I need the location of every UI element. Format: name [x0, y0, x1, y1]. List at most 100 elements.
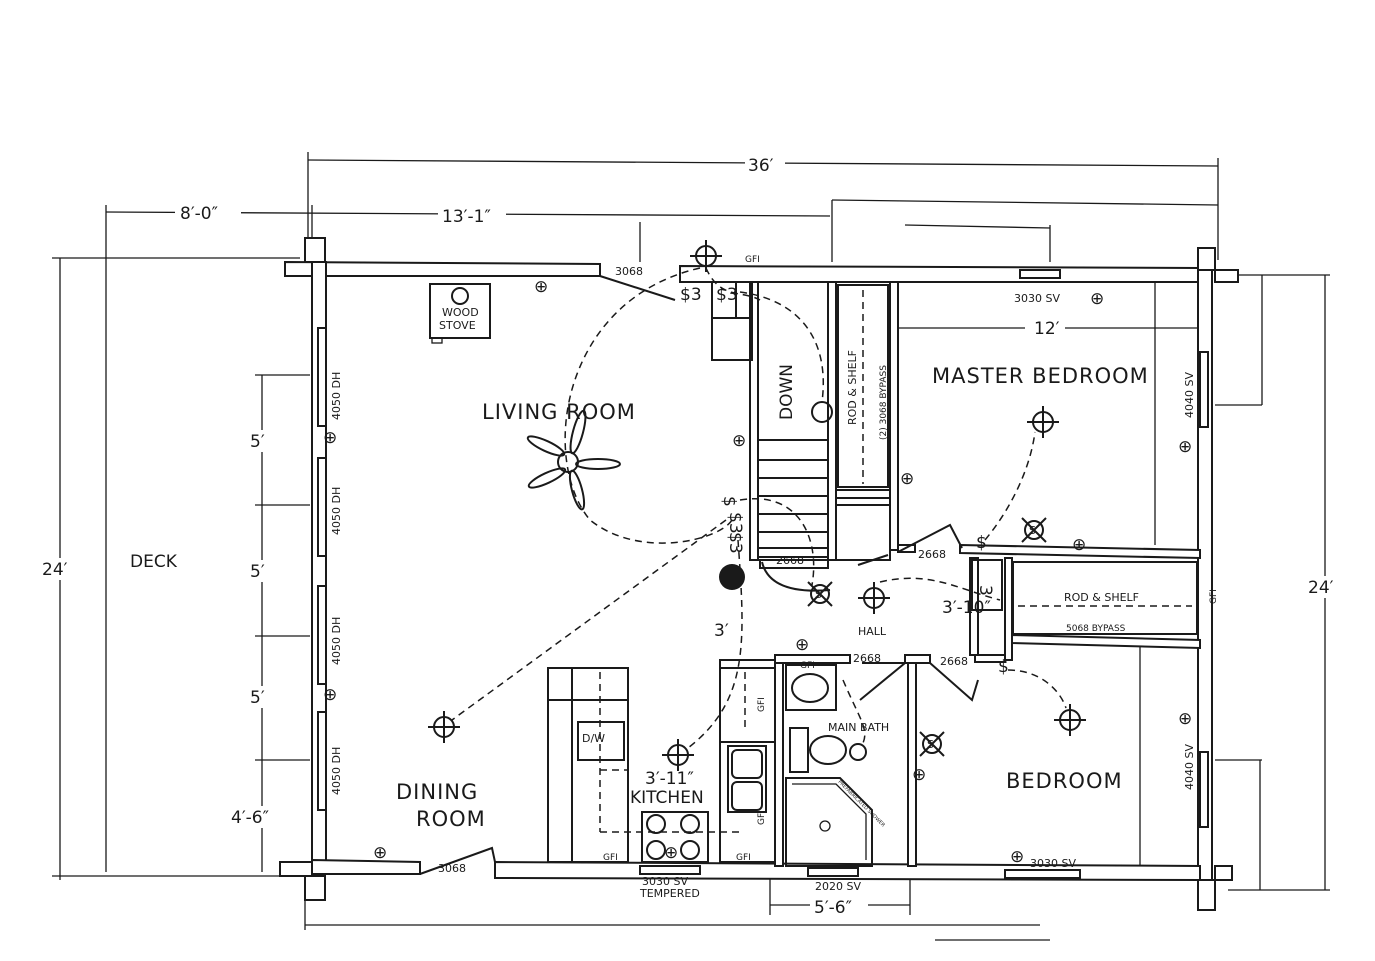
win-living-4-label: 4050 DH — [330, 747, 343, 795]
dim-overall-width: 36′ — [748, 156, 774, 176]
door-bath-label: 2668 — [853, 652, 881, 665]
door-master-label: 2668 — [918, 548, 946, 561]
outlet-icon: ⊕ — [1010, 847, 1024, 867]
switch-icon: $3 — [716, 285, 738, 305]
gfi-label: GFI — [757, 697, 767, 712]
dim-left-height: 24′ — [42, 560, 68, 580]
dimension-labels: 36′ 8′-0″ 13′-1″ 24′ 24′ 5′ 5′ 5′ 4′-6″ … — [42, 156, 1334, 918]
gfi-label: GFI — [603, 853, 618, 863]
wiring — [451, 267, 1067, 749]
door-stair-label: 2668 — [776, 554, 804, 567]
outlet-icon: ⊕ — [1178, 437, 1192, 457]
dimension-lines — [40, 152, 1345, 941]
smoke-detectors: S S S — [807, 517, 1047, 757]
light-icon — [1054, 704, 1086, 736]
deck-label: DECK — [130, 552, 178, 572]
gfi-label: GFI — [736, 853, 751, 863]
svg-text:S: S — [815, 588, 822, 601]
outlets: ⊕ ⊕ ⊕ ⊕ ⊕ ⊕ ⊕ ⊕ ⊕ ⊕ ⊕ ⊕ ⊕ ⊕ GFI GFI GFI … — [323, 255, 1219, 867]
win-kitchen-note: TEMPERED — [639, 887, 700, 900]
dim-window-space-1: 5′ — [250, 432, 265, 452]
switch-icon: $3 — [725, 512, 745, 534]
win-living-1-label: 4050 DH — [330, 372, 343, 420]
smoke-detector-icon: S — [919, 731, 945, 757]
outlet-icon: ⊕ — [1090, 289, 1104, 309]
door-bedroom-label: 2668 — [940, 655, 968, 668]
master-closet-label: ROD & SHELF — [846, 350, 859, 425]
dim-window-space-2: 5′ — [250, 562, 265, 582]
gfi-label: GFI — [800, 661, 815, 671]
switch-icon: $ — [976, 533, 987, 553]
dim-deck-width: 8′-0″ — [180, 204, 218, 224]
wood-stove-label-1: WOOD — [442, 306, 479, 319]
door-dining-label: 3068 — [438, 862, 466, 875]
light-icon — [1027, 406, 1059, 438]
dim-kitchen-counter: 3′-11″ — [645, 769, 694, 789]
junction-dot — [719, 564, 745, 590]
dining-room-label-2: ROOM — [416, 807, 486, 831]
wood-stove: WOOD STOVE — [429, 283, 491, 344]
linen-closet-mark: 3 — [975, 585, 995, 596]
switches: $3 $3 $ $3 $3 $ $ — [680, 285, 1009, 677]
win-bedroom-bottom-label: 3030 SV — [1030, 857, 1076, 870]
bedroom-closet-doors: 5068 BYPASS — [1066, 624, 1126, 634]
svg-text:S: S — [927, 738, 934, 751]
switch-icon: $ — [719, 496, 739, 507]
gfi-label: GFI — [757, 810, 767, 825]
master-bedroom-label: MASTER BEDROOM — [932, 364, 1149, 388]
dim-master-width: 12′ — [1034, 319, 1060, 339]
bathroom-fixtures: PREFABRICATED SHOWER — [785, 664, 887, 867]
outlet-icon: ⊕ — [1072, 535, 1086, 555]
light-icon — [690, 240, 722, 272]
hall-label: HALL — [858, 625, 887, 638]
light-fixtures — [428, 240, 1086, 771]
bedroom-label: BEDROOM — [1006, 769, 1123, 793]
win-master-top-label: 3030 SV — [1014, 292, 1060, 305]
win-bedroom-side-label: 4040 SV — [1183, 744, 1196, 790]
door-living-top-label: 3068 — [615, 265, 643, 278]
opening-labels: 3068 3068 3030 SV 4040 SV 4040 SV 3030 S… — [330, 265, 1196, 900]
ceiling-fan-icon — [526, 409, 621, 511]
light-icon — [662, 739, 694, 771]
switch-icon: $3 — [725, 532, 745, 554]
light-icon — [811, 401, 833, 423]
dim-window-space-3: 5′ — [250, 688, 265, 708]
dishwasher-label: D/W — [582, 732, 605, 745]
win-kitchen-label: 3030 SV — [642, 875, 688, 888]
doors — [419, 275, 979, 875]
bedroom-closet-label: ROD & SHELF — [1064, 591, 1139, 604]
dim-hall-stair: 3′ — [714, 621, 729, 641]
room-labels: LIVING ROOM DINING ROOM KITCHEN MASTER B… — [130, 364, 1149, 831]
outlet-icon: ⊕ — [900, 469, 914, 489]
outlet-icon: ⊕ — [323, 428, 337, 448]
outlet-icon: ⊕ — [732, 431, 746, 451]
dim-hall-width: 3′-10″ — [942, 598, 991, 618]
wood-stove-label-2: STOVE — [439, 319, 476, 332]
svg-text:S: S — [1029, 524, 1036, 537]
master-closet-doors: (2) 3068 BYPASS — [879, 365, 889, 440]
outlet-icon: ⊕ — [1178, 709, 1192, 729]
light-icon — [858, 582, 890, 614]
outlet-icon: ⊕ — [373, 843, 387, 863]
kitchen-cabinets: D/W — [547, 667, 776, 863]
light-icon — [428, 711, 460, 743]
outlet-icon: ⊕ — [912, 765, 926, 785]
dim-window-end: 4′-6″ — [231, 808, 269, 828]
living-room-label: LIVING ROOM — [482, 400, 636, 424]
main-bath-label: MAIN BATH — [828, 721, 889, 734]
outlet-icon: ⊕ — [323, 685, 337, 705]
switch-icon: $3 — [680, 285, 702, 305]
outlet-icon: ⊕ — [534, 277, 548, 297]
windows — [317, 269, 1209, 879]
closets: ROD & SHELF (2) 3068 BYPASS ROD & SHELF … — [837, 284, 1198, 635]
shower-label: PREFABRICATED SHOWER — [837, 779, 887, 829]
win-living-3-label: 4050 DH — [330, 617, 343, 665]
dim-living-width: 13′-1″ — [442, 207, 491, 227]
win-master-side-label: 4040 SV — [1183, 372, 1196, 418]
smoke-detector-icon: S — [807, 581, 833, 607]
gfi-label: GFI — [745, 255, 760, 265]
stairs-label: DOWN — [777, 364, 797, 420]
win-bath-label: 2020 SV — [815, 880, 861, 893]
dining-room-label-1: DINING — [396, 780, 478, 804]
